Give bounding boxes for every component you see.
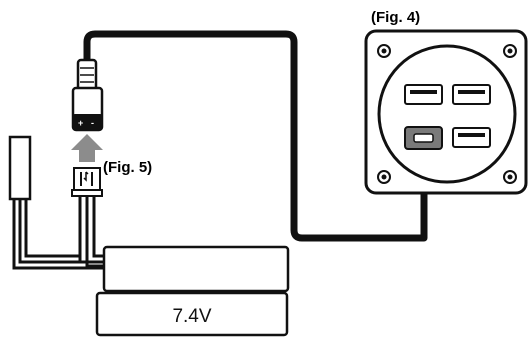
screw-icon <box>503 170 517 184</box>
battery-connector-base <box>71 189 103 197</box>
screw-icon <box>377 44 391 58</box>
battery-connector <box>71 167 103 197</box>
battery-cell-bottom <box>95 291 289 337</box>
usb-port-icon <box>404 84 443 105</box>
plug-minus-label: - <box>91 118 94 128</box>
balance-lead-wires <box>12 199 106 270</box>
usb-cable <box>83 30 428 242</box>
battery-voltage-label: 7.4V <box>172 306 211 327</box>
micro-usb-input-port-icon <box>404 126 443 150</box>
battery-lead-wires <box>78 196 106 268</box>
hub-face <box>377 44 517 184</box>
connect-arrow-icon <box>71 134 103 162</box>
battery-connector-housing <box>73 167 101 191</box>
battery-cell-top <box>102 245 290 293</box>
plug-tip <box>73 114 102 130</box>
usb-port-icon <box>452 84 491 105</box>
screw-icon <box>377 170 391 184</box>
balance-plug-body <box>8 135 32 201</box>
fig5-label: (Fig. 5) <box>103 159 152 176</box>
balance-lead-plug <box>8 135 106 270</box>
screw-icon <box>503 44 517 58</box>
fig4-label: (Fig. 4) <box>371 9 420 26</box>
plug-plus-label: + <box>78 118 83 128</box>
usb-port-icon <box>452 127 491 148</box>
usb-hub-panel <box>364 29 528 195</box>
power-plug: + - <box>71 58 104 132</box>
battery-pack: 7.4V <box>95 245 290 337</box>
